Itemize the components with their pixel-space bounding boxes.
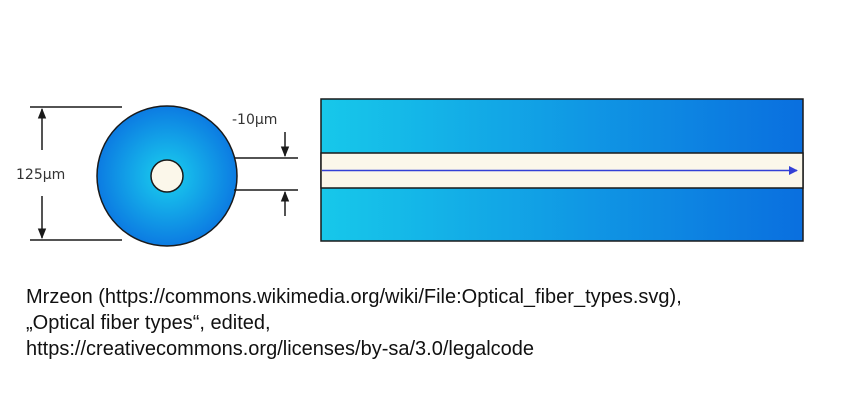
- core-diameter-label: -10μm: [232, 112, 277, 128]
- fiber-diagram: 125μm -10μm: [16, 98, 804, 247]
- core-dimension: -10μm: [232, 112, 298, 216]
- attribution-line-3: https://creativecommons.org/licenses/by-…: [26, 338, 535, 360]
- core-cross-section: [150, 159, 184, 193]
- diameter-label: 125μm: [16, 167, 65, 183]
- fiber-cross-section: [96, 105, 238, 247]
- attribution-text: Mrzeon (https://commons.wikimedia.org/wi…: [26, 284, 856, 362]
- attribution-line-2: „Optical fiber types“, edited,: [26, 312, 271, 334]
- fiber-side-view: [320, 98, 804, 242]
- diameter-dimension: 125μm: [16, 106, 122, 241]
- attribution-line-1: Mrzeon (https://commons.wikimedia.org/wi…: [26, 286, 682, 308]
